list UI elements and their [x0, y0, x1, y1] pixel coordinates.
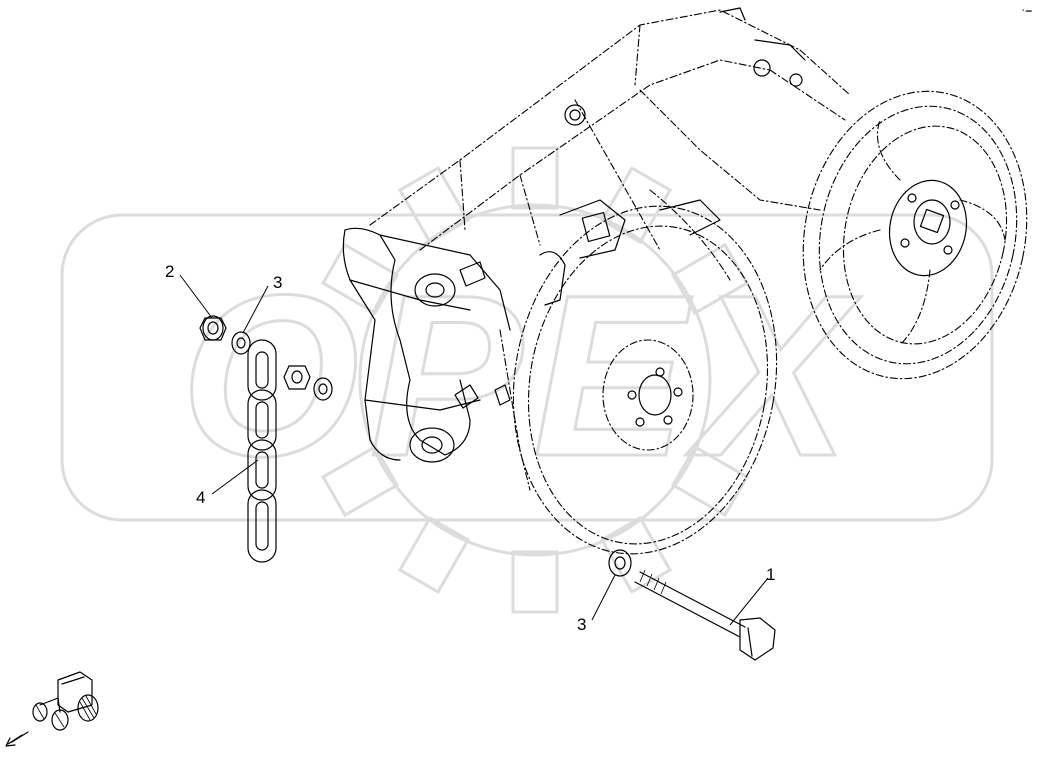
callout-3-bottom: 3	[577, 615, 586, 634]
coulter-disc	[512, 189, 778, 555]
rear-wheel	[802, 90, 1028, 380]
bracket-assembly	[342, 199, 626, 491]
washer-bolt	[608, 549, 632, 577]
callout-1: 1	[766, 565, 775, 584]
washer-lower	[313, 377, 333, 401]
callout-3-top: 3	[273, 273, 282, 292]
watermark-text: OPEX	[180, 247, 861, 504]
callout-leaders	[179, 274, 769, 626]
callout-4: 4	[196, 488, 205, 507]
watermark-logo: OPEX	[60, 146, 994, 614]
nut-lower	[283, 365, 311, 390]
corner-mark: ▪ ▬	[1022, 8, 1032, 14]
nut-upper	[199, 315, 227, 341]
tractor-direction-icon	[5, 671, 99, 747]
frame-arm	[369, 7, 851, 251]
washer-upper	[231, 331, 251, 355]
bolt	[634, 569, 776, 661]
callout-2: 2	[165, 262, 174, 281]
chain	[247, 339, 277, 563]
